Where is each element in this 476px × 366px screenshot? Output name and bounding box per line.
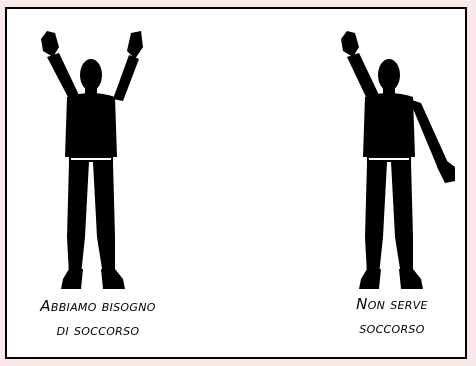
caption-line: Abbiamo bisogno: [13, 294, 183, 318]
torso: [65, 93, 117, 157]
lowered-arm: [409, 99, 449, 171]
right-leg: [93, 162, 115, 275]
head: [80, 59, 102, 91]
figure-both-arms-raised: [27, 17, 147, 289]
right-leg: [391, 162, 413, 275]
caption-need-help: Abbiamo bisogno di soccorso: [13, 294, 183, 342]
torso: [363, 93, 415, 157]
right-arm: [113, 55, 139, 101]
figure-one-arm-raised: [337, 17, 467, 289]
raised-arm: [347, 53, 379, 99]
caption-line: di soccorso: [13, 318, 183, 342]
caption-line: soccorso: [327, 316, 457, 340]
caption-no-help-needed: Non serve soccorso: [327, 292, 457, 340]
caption-line: Non serve: [327, 292, 457, 316]
signal-panel: Abbiamo bisogno di soccorso Non serve so…: [5, 7, 467, 359]
left-leg: [67, 162, 89, 275]
left-leg: [365, 162, 387, 275]
left-arm: [47, 53, 79, 99]
head: [378, 59, 400, 91]
